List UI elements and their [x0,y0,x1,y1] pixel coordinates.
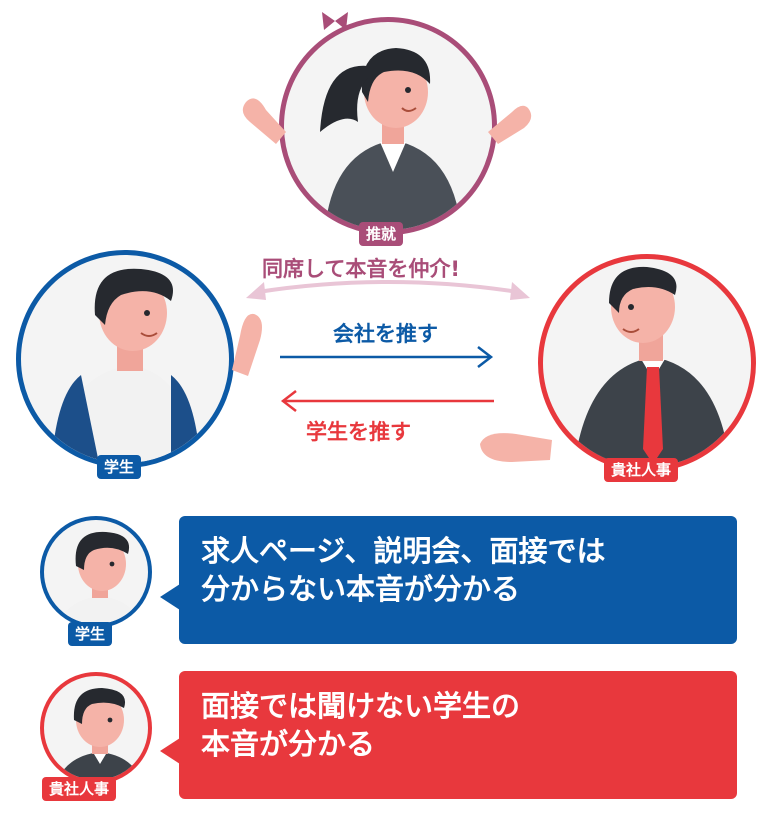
bubble-company-avatar [40,672,152,784]
student-man-illustration [51,268,201,463]
bubble-student: 求人ページ、説明会、面接では 分からない本音が分かる [179,516,737,644]
company-hr-open-hand [480,433,552,462]
bubble-company-tail [160,738,180,764]
mediation-double-arrow [246,280,530,300]
bubble-student-tail [160,584,180,610]
bubble-student-line2: 分からない本音が分かる [201,572,521,606]
student-portrait [16,250,234,468]
agent-woman-illustration [320,48,462,230]
company-hr-portrait [538,254,756,472]
mediation-label: 同席して本音を仲介! [262,257,460,281]
company-hr-man-icon [57,688,142,780]
company-hr-man-illustration [574,266,731,467]
bubble-student-avatar [40,516,152,628]
agent-portrait [279,17,497,235]
bubble-company-badge: 貴社人事 [42,777,117,801]
arrow-right-icon [280,346,494,368]
arrow-to-company-label: 会社を推す [333,322,438,346]
bubble-company-line1: 面接では聞けない学生の [201,689,521,723]
company-hr-badge: 貴社人事 [604,458,679,482]
arrow-to-student-label: 学生を推す [306,420,411,444]
student-badge: 学生 [97,455,142,479]
agent-left-hand [242,98,286,144]
agent-badge: 推就 [359,222,404,246]
agent-right-hand [488,105,532,144]
hair-bow-icon [322,12,348,30]
arrow-left-icon [280,390,494,412]
bubble-company: 面接では聞けない学生の 本音が分かる [179,671,737,799]
bubble-company-line2: 本音が分かる [201,727,376,761]
student-raised-hand [232,313,262,376]
bubble-student-line1: 求人ページ、説明会、面接では [201,534,606,568]
student-man-icon [57,531,142,624]
bubble-student-badge: 学生 [68,622,113,646]
